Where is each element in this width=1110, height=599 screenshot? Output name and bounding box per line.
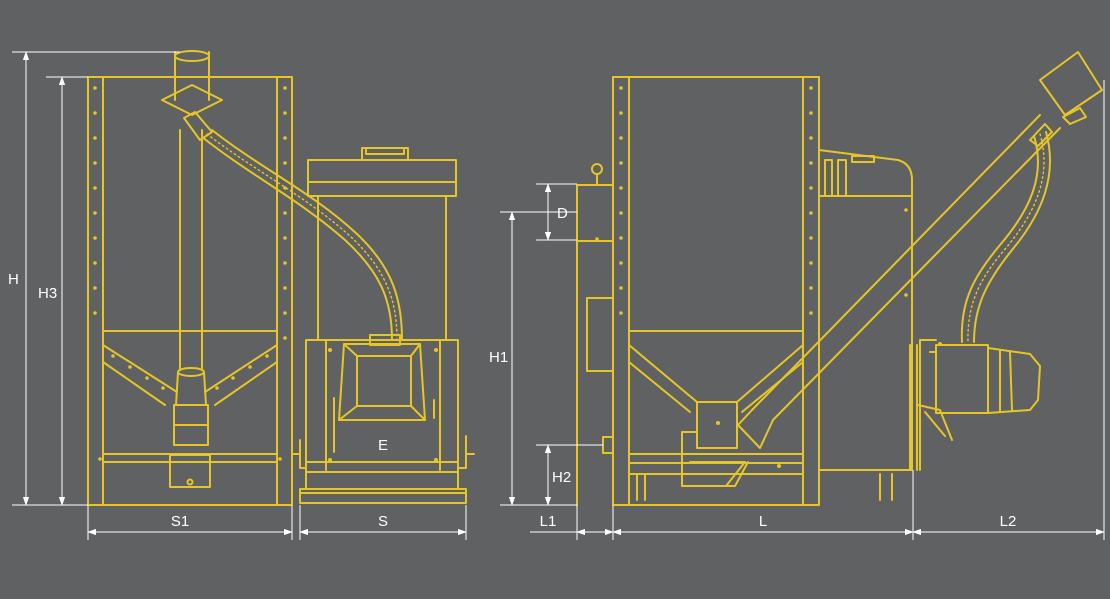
rivets-left: [93, 86, 97, 315]
label-l2: L2: [1000, 513, 1017, 530]
label-d: D: [557, 205, 568, 222]
burner-side: [917, 339, 1041, 471]
rivets-right: [283, 86, 287, 340]
pellet-hopper-front: [87, 76, 293, 506]
feed-tube-front: [161, 50, 223, 446]
auger-side: [737, 51, 1103, 449]
boiler-side-back: [576, 163, 614, 506]
label-h2: H2: [552, 469, 571, 486]
side-view: [576, 51, 1103, 506]
label-l1: L1: [540, 513, 557, 530]
dimension-lines: [12, 51, 1105, 540]
label-h: H: [8, 271, 19, 288]
boiler-side-body: [818, 149, 918, 471]
label-l: L: [759, 513, 767, 530]
label-s: S: [378, 513, 388, 530]
pellet-hopper-side: [612, 76, 893, 506]
flexible-hose-front: [201, 129, 403, 341]
dimension-labels: H H3 S1 S E D H1 H2 L1 L L2: [8, 205, 1016, 530]
label-s1: S1: [171, 513, 189, 530]
side-rivets: [619, 86, 813, 315]
label-h1: H1: [489, 349, 508, 366]
boiler-front: [291, 147, 475, 504]
flexible-hose-side: [960, 123, 1053, 343]
front-view: [87, 50, 475, 506]
label-e: E: [378, 437, 388, 454]
label-h3: H3: [38, 285, 57, 302]
